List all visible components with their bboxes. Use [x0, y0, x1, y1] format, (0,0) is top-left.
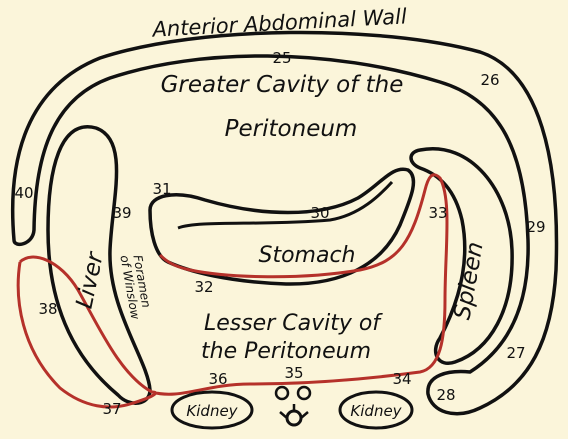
label-kidney-right: Kidney	[350, 402, 402, 420]
spine-circle	[287, 411, 301, 425]
number-27: 27	[506, 344, 525, 362]
number-29: 29	[526, 218, 545, 236]
number-26: 26	[480, 71, 499, 89]
number-37: 37	[102, 400, 121, 418]
number-34: 34	[392, 370, 411, 388]
number-39: 39	[112, 204, 131, 222]
number-25: 25	[272, 49, 291, 67]
stomach-inner-fold	[178, 182, 392, 228]
number-33: 33	[428, 204, 447, 222]
label-greater-cavity-line1: Greater Cavity of the	[161, 72, 404, 98]
label-lesser-cavity-line1: Lesser Cavity of	[204, 311, 383, 336]
label-greater-cavity-line2: Peritoneum	[225, 116, 358, 142]
number-32: 32	[194, 278, 213, 296]
vena-cava-circle	[298, 387, 310, 399]
aorta-circle	[276, 387, 288, 399]
number-36: 36	[208, 370, 227, 388]
label-spleen: Spleen	[449, 240, 488, 322]
spine-process	[280, 404, 308, 418]
label-stomach: Stomach	[258, 243, 355, 268]
number-31: 31	[152, 180, 171, 198]
number-28: 28	[436, 386, 455, 404]
label-liver: Liver	[72, 249, 109, 311]
number-35: 35	[284, 364, 303, 382]
number-40: 40	[14, 184, 33, 202]
label-lesser-cavity-line2: the Peritoneum	[201, 339, 371, 364]
number-30: 30	[310, 204, 329, 222]
number-38: 38	[38, 300, 57, 318]
label-kidney-left: Kidney	[186, 402, 238, 420]
